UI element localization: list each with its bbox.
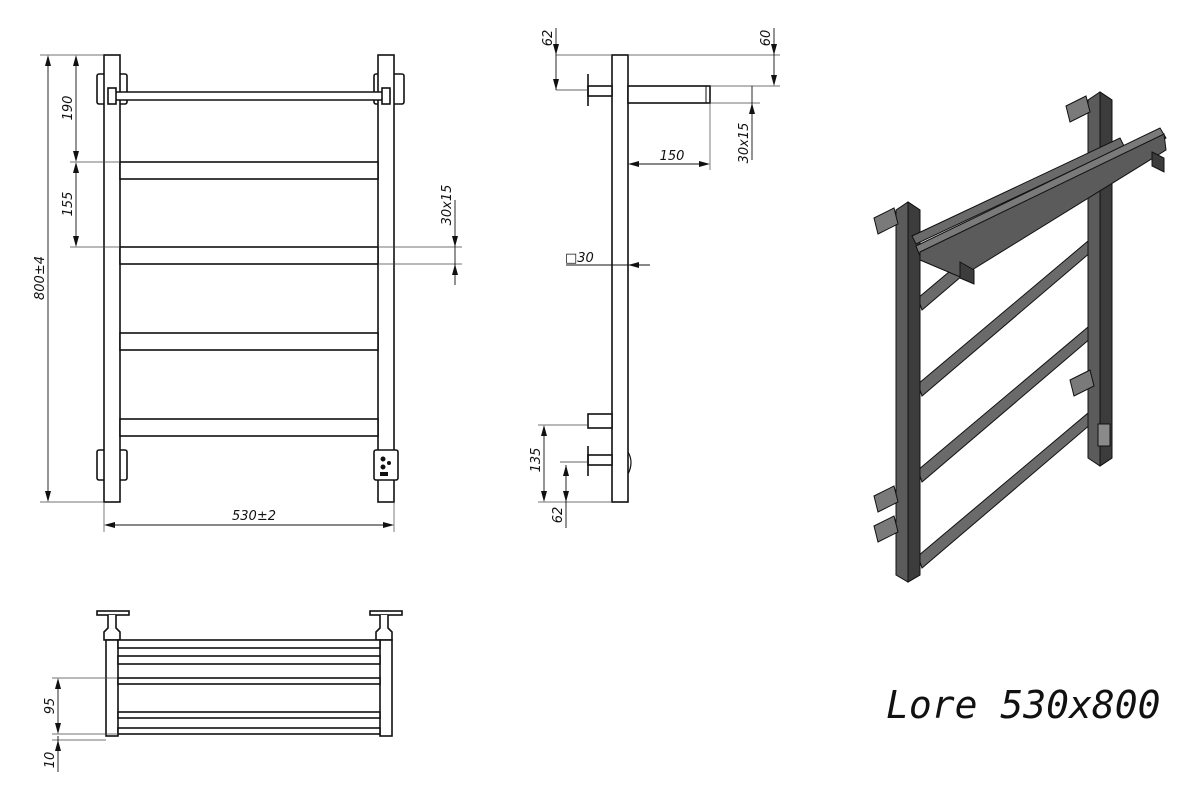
right-upright — [377, 54, 395, 503]
side-mount-bottom — [587, 454, 613, 466]
dim-side-30x15: 30x15 — [737, 123, 752, 164]
top-upright-right — [379, 639, 393, 737]
side-upright — [611, 54, 629, 503]
top-wall-plate-right — [369, 610, 403, 616]
rung-3 — [119, 332, 379, 351]
top-bar-2 — [117, 655, 381, 665]
rung-1 — [119, 161, 379, 180]
isometric-view — [873, 91, 1167, 583]
side-mount-top — [587, 85, 613, 97]
left-upright — [103, 54, 121, 503]
dim-top-95: 95 — [43, 698, 58, 715]
dim-side-60: 60 — [759, 30, 774, 47]
dim-800: 800±4 — [33, 256, 48, 300]
rung-4 — [119, 418, 379, 437]
side-view: 62 60 30x15 150 □30 135 62 — [529, 28, 780, 528]
iso-rung-3 — [917, 321, 1099, 483]
top-upright-left — [105, 639, 119, 737]
top-shelf-bar — [109, 91, 389, 101]
top-mount-right — [375, 615, 393, 641]
top-view: 95 10 — [43, 610, 403, 772]
dim-side-62-top: 62 — [541, 30, 556, 47]
top-bar-3 — [117, 677, 381, 685]
shelf-clamp-left — [107, 87, 117, 105]
dim-side-135: 135 — [529, 448, 544, 473]
dim-155: 155 — [61, 192, 76, 217]
dim-side-square: □30 — [565, 251, 594, 266]
front-view: 800±4 190 155 30x15 530±2 — [33, 54, 462, 532]
rung-2 — [119, 246, 379, 265]
top-bar-1 — [117, 639, 381, 649]
dim-190: 190 — [61, 96, 76, 121]
top-bar-4 — [117, 711, 381, 719]
dim-530: 530±2 — [232, 509, 276, 524]
shelf-clamp-right — [381, 87, 391, 105]
drawing-title: Lore 530x800 — [886, 683, 1161, 727]
iso-control-box — [1097, 423, 1111, 447]
iso-rung-4 — [917, 407, 1099, 569]
dim-front-bar: 30x15 — [440, 185, 455, 226]
side-shelf-bar — [627, 85, 711, 104]
side-lower-block — [587, 413, 613, 429]
dim-top-10: 10 — [43, 752, 58, 769]
dim-side-150: 150 — [660, 149, 685, 164]
top-mount-left — [103, 615, 121, 641]
dim-side-62-bottom: 62 — [551, 507, 566, 524]
top-wall-plate-left — [96, 610, 130, 616]
top-bar-5 — [117, 727, 381, 735]
heating-element-control-icon — [380, 456, 391, 476]
